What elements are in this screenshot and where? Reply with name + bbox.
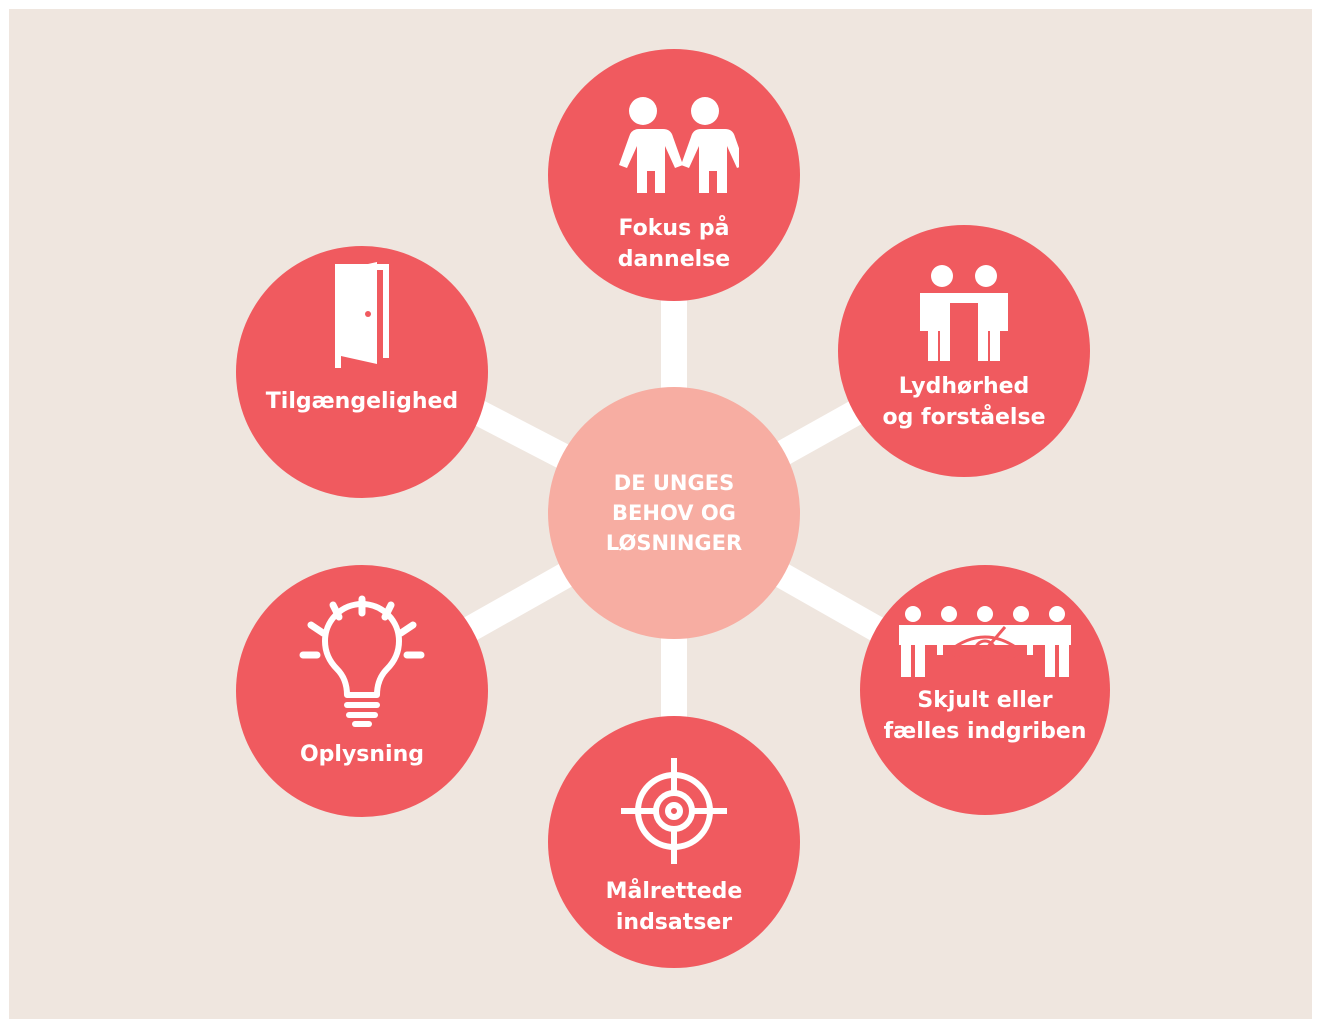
- node-lydhoerhed-og-forstaaelse: Lydhørhed og forståelse: [838, 225, 1090, 477]
- two-children-icon: [619, 97, 739, 193]
- node-label: Lydhørhed og forståelse: [882, 374, 1046, 430]
- two-people-icon: [920, 265, 1008, 361]
- node-fokus-paa-dannelse: Fokus på dannelse: [548, 49, 800, 301]
- node-maalrettede-indsatser: Målrettede indsatser: [548, 716, 800, 968]
- node-tilgaengelighed: Tilgængelighed: [236, 246, 488, 498]
- crosshair-target-icon: [621, 758, 727, 864]
- center-hub: DE UNGES BEHOV OG LØSNINGER: [548, 387, 800, 639]
- node-label: Oplysning: [299, 742, 425, 767]
- node-label: Skjult eller fælles indgriben: [883, 688, 1087, 744]
- node-oplysning: Oplysning: [236, 565, 488, 817]
- group-hidden-eye-icon: [899, 606, 1071, 677]
- node-label: Fokus på dannelse: [617, 216, 731, 272]
- center-label: DE UNGES BEHOV OG LØSNINGER: [605, 471, 743, 555]
- lightbulb-icon: [299, 595, 425, 727]
- node-label: Tilgængelighed: [265, 389, 459, 414]
- node-label: Målrettede indsatser: [605, 879, 743, 935]
- node-skjult-eller-faelles-indgriben: Skjult eller fælles indgriben: [860, 565, 1110, 815]
- open-door-icon: [335, 262, 389, 368]
